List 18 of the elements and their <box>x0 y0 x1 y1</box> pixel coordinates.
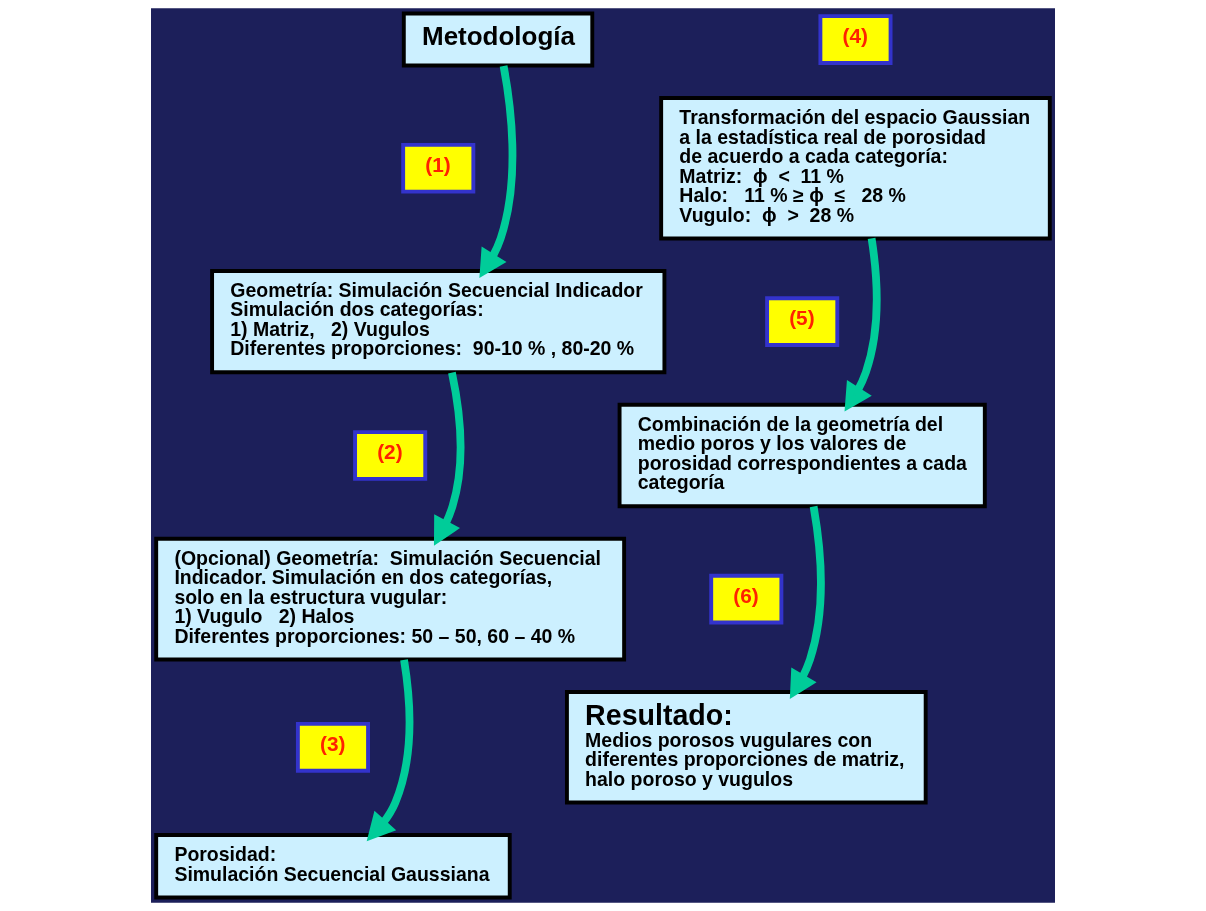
node-box: Geometría: Simulación Secuencial Indicador Simulación dos categorías: 1) Matriz, 2) Vugulos Diferentes proporciones: 90-10 % , 80-20 % <box>210 269 667 375</box>
node-box: Resultado: Medios porosos vugulares con diferentes proporciones de matriz, halo poroso y vugulos <box>564 690 928 805</box>
node-box: Porosidad: Simulación Secuencial Gaussiana <box>154 833 512 900</box>
node-box: (3) <box>295 721 370 773</box>
node-box: Transformación del espacio Gaussian a la estadística real de porosidad de acuerdo a cada categoría: Matriz: ϕ < 11 % Halo: 11 % ≥ ϕ ≤ 28 % Vugulo: ϕ > 28 % <box>659 96 1052 241</box>
node-box: (6) <box>709 573 784 625</box>
node-box: (2) <box>353 430 428 481</box>
node-box: (4) <box>818 14 893 65</box>
arrow <box>479 65 517 278</box>
arrow <box>789 505 825 699</box>
node-box: (Opcional) Geometría: Simulación Secuencial Indicador. Simulación en dos categorías, solo en la estructura vugular: 1) Vugulo 2) Halos Diferentes proporciones: 50 – 50, 60 – 40 % <box>154 536 627 662</box>
arrow <box>844 237 881 412</box>
arrow <box>433 371 465 546</box>
node-box: Combinación de la geometría del medio poros y los valores de porosidad correspondientes a cada categoría <box>617 402 987 509</box>
arrow <box>366 659 414 842</box>
node-box: Metodología <box>401 11 595 68</box>
node-box: (1) <box>401 142 476 194</box>
node-box: (5) <box>765 296 840 347</box>
